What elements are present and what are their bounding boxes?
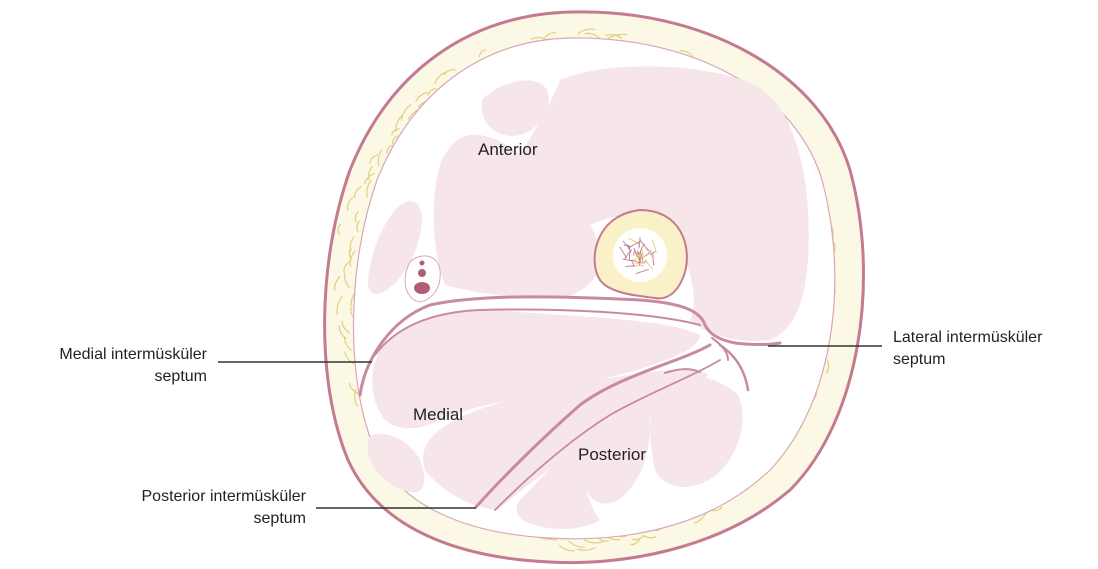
label-medial-septum-line2: septum [155, 368, 207, 385]
label-posterior-septum-line1: Posterior intermüsküler [142, 488, 307, 505]
label-lateral-septum-line1: Lateral intermüsküler [893, 329, 1043, 346]
label-lateral-septum-line2: septum [893, 351, 945, 368]
femoral-artery [418, 269, 426, 277]
label-anterior: Anterior [478, 140, 538, 159]
label-posterior-septum-line2: septum [254, 510, 306, 527]
femoral-nerve [420, 261, 425, 266]
label-medial-septum-line1: Medial intermüsküler [59, 346, 207, 363]
label-posterior: Posterior [578, 445, 646, 464]
label-medial: Medial [413, 405, 463, 424]
femoral-vein [414, 282, 430, 294]
